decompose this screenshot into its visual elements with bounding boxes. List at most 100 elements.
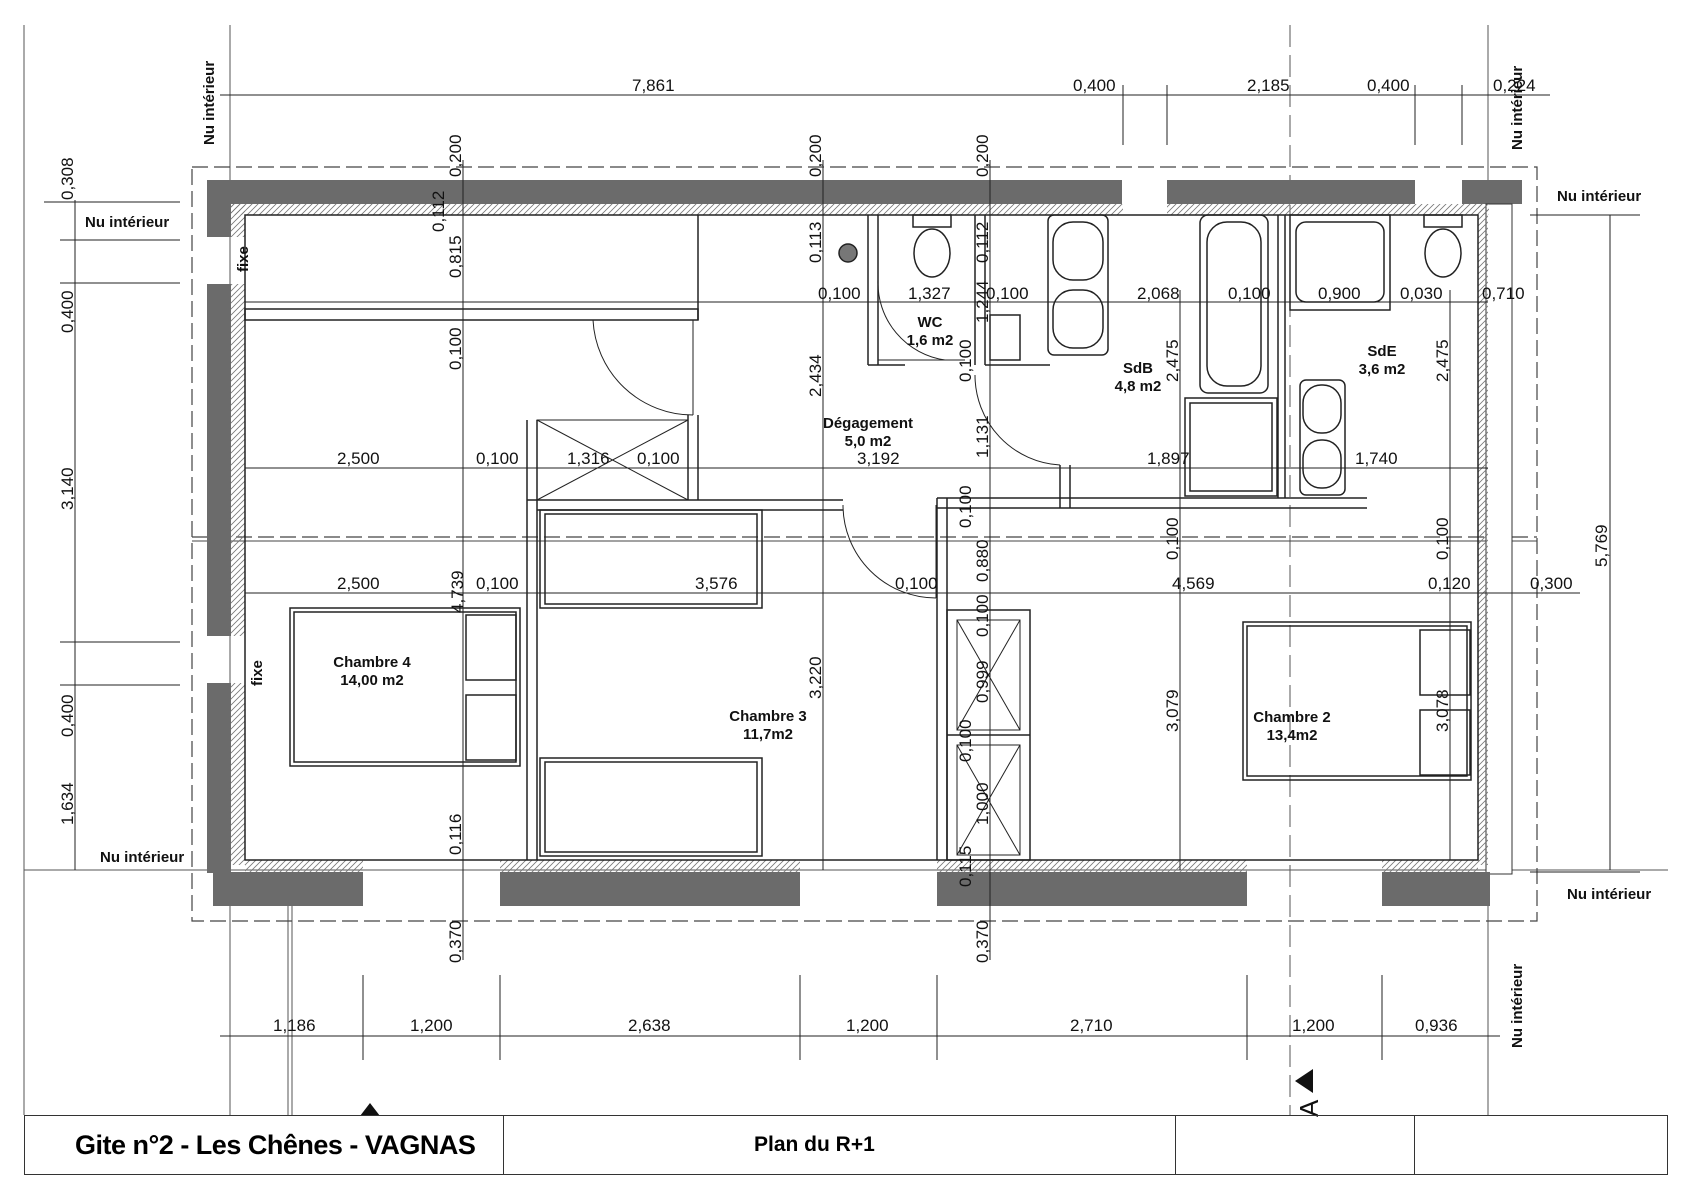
dim-cc-7: 0,880 (973, 539, 992, 582)
nu-interieur-left-bottom: Nu intérieur (100, 849, 184, 866)
dim-r2-3: 1,316 (567, 449, 610, 468)
fixe-label-bottom: fixe (249, 660, 266, 686)
room-chambre2-area: 13,4m2 (1267, 727, 1318, 744)
dim-cc-13: 0,370 (973, 920, 992, 963)
dims-top: 7,861 0,400 2,185 0,400 0,224 (632, 76, 1536, 95)
room-degagement-name: Dégagement (823, 415, 913, 432)
room-sdb-name: SdB (1123, 360, 1153, 377)
exterior-walls (207, 180, 1522, 906)
room-wc-name: WC (918, 314, 943, 331)
room-degagement-area: 5,0 m2 (845, 433, 892, 450)
title-block-sheet: Plan du R+1 (503, 1115, 1176, 1175)
dims-col-d: 2,475 0,100 3,079 (1163, 339, 1182, 732)
double-sink-icon (1047, 214, 1109, 356)
dim-cc-12: 0,115 (956, 846, 975, 887)
sanitary-fixtures (838, 214, 1463, 497)
dims-row3: 2,500 0,100 3,576 0,100 4,569 0,120 0,30… (337, 574, 1573, 593)
wc-toilet-icon (913, 228, 951, 278)
dim-r3-7: 0,300 (1530, 574, 1573, 593)
reference-labels: Nu intérieur Nu intérieur Nu intérieur N… (85, 61, 1651, 1048)
dim-cc-2: 0,112 (973, 222, 992, 263)
dim-ca-1: 0,200 (446, 134, 465, 177)
closets (536, 419, 1021, 856)
sheet-title: Plan du R+1 (754, 1133, 875, 1156)
dim-cc-11: 1,000 (973, 782, 992, 825)
dim-top-5: 0,224 (1493, 76, 1536, 95)
dim-r1-5: 0,100 (1228, 284, 1271, 303)
room-chambre3-area: 11,7m2 (743, 726, 793, 743)
dim-r2-4: 0,100 (637, 449, 680, 468)
project-title: Gite n°2 - Les Chênes - VAGNAS (75, 1129, 476, 1160)
section-arrow-icon (1295, 1069, 1313, 1093)
dim-r1-8: 0,710 (1482, 284, 1525, 303)
dim-r2-5: 3,192 (857, 449, 900, 468)
room-labels: WC 1,6 m2 SdB 4,8 m2 SdE 3,6 m2 Dégageme… (333, 314, 1405, 744)
dim-left-1: 0,308 (58, 157, 77, 200)
dims-col-c: 0,200 0,112 1,244 0,100 1,131 0,100 0,88… (956, 134, 992, 963)
dim-bottom-5: 2,710 (1070, 1016, 1113, 1035)
dim-cb-2: 0,113 (806, 222, 825, 263)
dim-r2-7: 1,740 (1355, 449, 1398, 468)
dim-left-4: 0,400 (58, 694, 77, 737)
nu-interieur-left-top: Nu intérieur (85, 214, 169, 231)
dim-bottom-2: 1,200 (410, 1016, 453, 1035)
sde-sink-icon (1299, 379, 1346, 496)
door-swings (592, 279, 1061, 599)
dim-cc-9: 0,999 (973, 660, 992, 703)
title-block-empty-1 (1175, 1115, 1415, 1175)
dims-col-a: 0,200 0,112 0,815 0,100 4,739 0,116 0,37… (429, 134, 467, 963)
dims-bottom: 1,186 1,200 2,638 1,200 2,710 1,200 0,93… (273, 1016, 1458, 1035)
section-letter: A (1294, 1099, 1324, 1117)
dim-left-3: 3,140 (58, 467, 77, 510)
nu-interieur-right-bottom: Nu intérieur (1567, 886, 1651, 903)
roof-outline (191, 166, 1538, 922)
dim-r3-2: 0,100 (476, 574, 519, 593)
dim-cc-1: 0,200 (973, 134, 992, 177)
dim-bottom-3: 2,638 (628, 1016, 671, 1035)
dim-ca-2: 0,112 (429, 191, 448, 232)
dim-cc-5: 1,131 (973, 415, 992, 458)
dim-ca-5: 4,739 (448, 570, 467, 613)
beds (289, 509, 1472, 857)
dim-bottom-7: 0,936 (1415, 1016, 1458, 1035)
dim-cc-8: 0,100 (973, 594, 992, 637)
dim-cb-1: 0,200 (806, 134, 825, 177)
title-block-project: Gite n°2 - Les Chênes - VAGNAS (24, 1115, 504, 1175)
dim-r3-3: 3,576 (695, 574, 738, 593)
dim-top-2: 0,400 (1073, 76, 1116, 95)
sde-toilet-icon (1424, 228, 1462, 278)
dim-cb-3: 2,434 (806, 354, 825, 397)
dim-cc-3: 1,244 (973, 280, 992, 323)
dim-r2-2: 0,100 (476, 449, 519, 468)
dim-r2-1: 2,500 (337, 449, 380, 468)
dims-col-e: 2,475 0,100 3,078 (1433, 339, 1452, 732)
dim-r3-1: 2,500 (337, 574, 380, 593)
dim-cd-1: 2,475 (1163, 339, 1182, 382)
dim-r1-7: 0,030 (1400, 284, 1443, 303)
dims-row1: 0,100 1,327 0,100 2,068 0,100 0,900 0,03… (818, 284, 1525, 303)
dim-r1-6: 0,900 (1318, 284, 1361, 303)
dim-top-4: 0,400 (1367, 76, 1410, 95)
dim-right-1: 5,769 (1592, 524, 1611, 567)
dim-ca-4: 0,100 (446, 327, 465, 370)
room-wc-area: 1,6 m2 (907, 332, 954, 349)
dim-bottom-6: 1,200 (1292, 1016, 1335, 1035)
dim-ca-3: 0,815 (446, 235, 465, 278)
room-sde-area: 3,6 m2 (1359, 361, 1406, 378)
dim-bottom-1: 1,186 (273, 1016, 316, 1035)
dim-r3-6: 0,120 (1428, 574, 1471, 593)
dim-top-1: 7,861 (632, 76, 675, 95)
dim-ca-6: 0,116 (446, 814, 465, 855)
dim-ca-7: 0,370 (446, 920, 465, 963)
dim-cc-6: 0,100 (956, 485, 975, 528)
dims-left: 0,308 0,400 3,140 0,400 1,634 (58, 157, 77, 825)
dim-cc-10: 0,100 (956, 719, 975, 762)
dim-r1-3: 0,100 (986, 284, 1029, 303)
vent-icon (838, 243, 858, 263)
section-arrow-left-icon (360, 1103, 380, 1116)
room-chambre4-area: 14,00 m2 (340, 672, 403, 689)
dim-r1-1: 0,100 (818, 284, 861, 303)
dimension-lines (44, 85, 1640, 1060)
dim-left-2: 0,400 (58, 290, 77, 333)
